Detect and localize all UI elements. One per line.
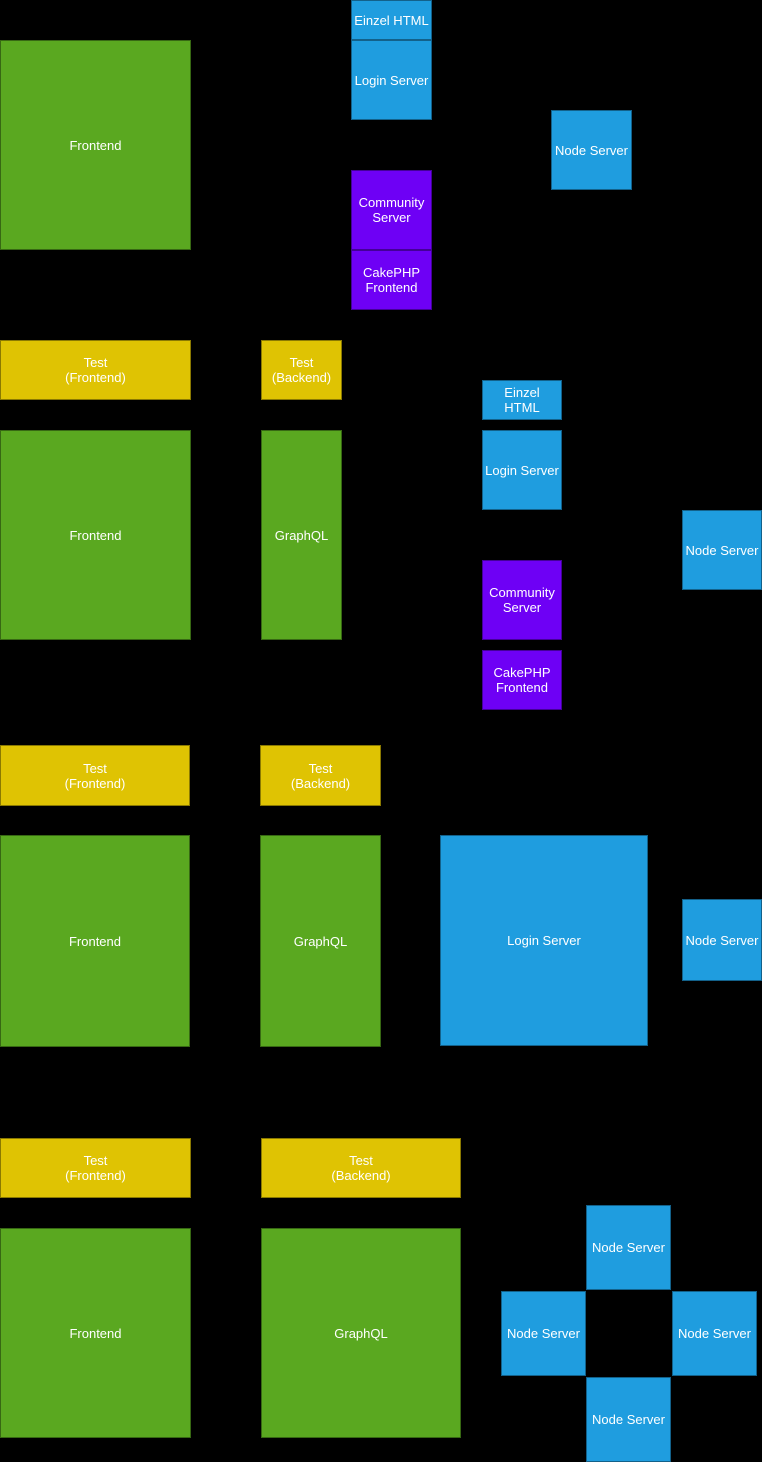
diagram-box-node-server-s2: Node Server [682,510,762,590]
diagram-box-label: Test (Backend) [271,355,332,385]
diagram-box-label: Frontend [68,933,122,949]
diagram-box-label: CakePHP Frontend [362,265,421,295]
diagram-box-label: Node Server [592,1240,665,1255]
diagram-box-graphql-s2: GraphQL [261,430,342,640]
diagram-box-label: Frontend [69,137,122,153]
diagram-box-label: Node Server [555,142,628,158]
diagram-box-label: Node Server [507,1326,580,1341]
diagram-box-label: GraphQL [334,1325,388,1341]
diagram-box-frontend-s4: Frontend [0,1228,191,1438]
diagram-box-node-server-s1: Node Server [551,110,632,190]
diagram-box-test-backend-s4: Test (Backend) [261,1138,461,1198]
diagram-box-einzel-html-s1: Einzel HTML [351,0,432,40]
diagram-box-label: Login Server [507,933,581,948]
diagram-box-label: Test (Frontend) [65,355,126,385]
diagram-box-login-server-s2: Login Server [482,430,562,510]
diagram-box-label: Login Server [354,72,429,88]
diagram-box-label: Frontend [69,1325,122,1341]
diagram-box-node-server-s4: Node Server [672,1291,757,1376]
diagram-box-test-frontend-s3: Test (Frontend) [0,745,190,806]
diagram-box-login-server-s1: Login Server [351,40,432,120]
diagram-box-label: Node Server [592,1412,665,1427]
diagram-box-label: Test (Backend) [290,760,351,791]
diagram-box-cakephp-frontend-s1: CakePHP Frontend [351,250,432,310]
diagram-box-label: Node Server [685,932,759,948]
diagram-box-label: GraphQL [274,527,329,543]
diagram-box-graphql-s4: GraphQL [261,1228,461,1438]
diagram-box-test-frontend-s2: Test (Frontend) [0,340,191,400]
diagram-box-test-frontend-s4: Test (Frontend) [0,1138,191,1198]
diagram-box-label: Einzel HTML [354,12,429,28]
diagram-box-label: GraphQL [293,933,348,949]
diagram-box-frontend-s2: Frontend [0,430,191,640]
diagram-box-label: Community Server [489,585,555,615]
diagram-box-frontend-s3: Frontend [0,835,190,1047]
diagram-box-community-server-s1: Community Server [351,170,432,250]
diagram-box-login-server-s3: Login Server [440,835,648,1046]
diagram-box-label: Test (Frontend) [65,1153,126,1183]
diagram-box-label: Test (Backend) [331,1153,391,1183]
diagram-box-test-backend-s3: Test (Backend) [260,745,381,806]
diagram-box-node-server-s4: Node Server [586,1377,671,1462]
diagram-box-node-server-s4: Node Server [586,1205,671,1290]
diagram-box-label: Node Server [685,542,759,558]
diagram-box-label: Einzel HTML [504,385,540,415]
diagram-box-cakephp-frontend-s2: CakePHP Frontend [482,650,562,710]
diagram-box-frontend-s1: Frontend [0,40,191,250]
diagram-box-community-server-s2: Community Server [482,560,562,640]
diagram-box-label: Frontend [69,527,122,543]
diagram-box-label: Login Server [485,462,559,478]
diagram-box-label: Community Server [358,195,425,225]
diagram-box-label: CakePHP Frontend [493,665,551,695]
diagram-box-label: Test (Frontend) [64,760,126,791]
diagram-box-test-backend-s2: Test (Backend) [261,340,342,400]
diagram-box-graphql-s3: GraphQL [260,835,381,1047]
diagram-box-node-server-s3: Node Server [682,899,762,981]
diagram-box-einzel-html-s2: Einzel HTML [482,380,562,420]
diagram-box-label: Node Server [678,1326,751,1341]
diagram-box-node-server-s4: Node Server [501,1291,586,1376]
